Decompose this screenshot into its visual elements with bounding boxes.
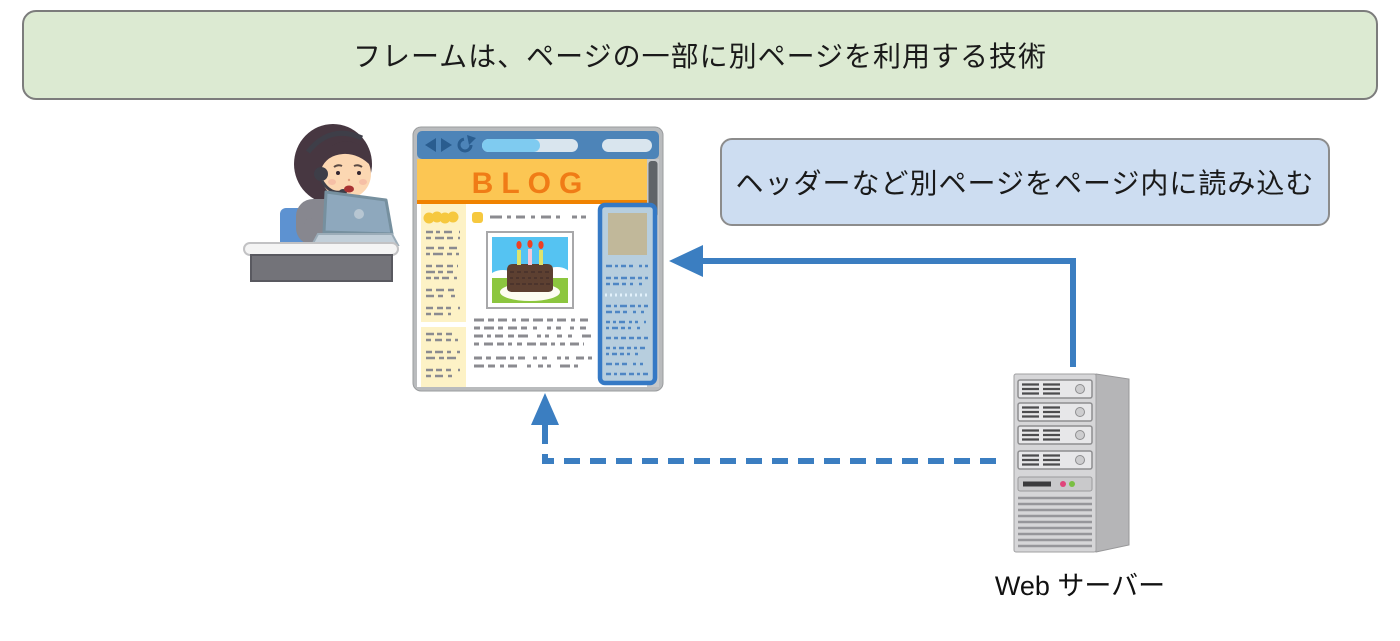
operator-head bbox=[294, 124, 372, 204]
server-vents bbox=[1018, 496, 1092, 548]
sidebar-title-blob bbox=[423, 211, 459, 224]
desk bbox=[243, 242, 399, 282]
search-bar bbox=[602, 139, 652, 152]
response-arrow-solid bbox=[669, 245, 1076, 367]
led-green bbox=[1069, 481, 1075, 487]
placeholder-text-lines bbox=[606, 264, 648, 286]
cake-photo bbox=[486, 231, 574, 309]
title-banner: フレームは、ページの一部に別ページを利用する技術 bbox=[22, 10, 1378, 100]
article-bullet bbox=[472, 212, 483, 223]
placeholder-text-lines bbox=[426, 230, 460, 316]
blog-title: BLOG bbox=[472, 167, 591, 200]
request-arrow-dashed bbox=[531, 393, 996, 464]
server-drive-bays bbox=[1017, 379, 1093, 470]
back-icon bbox=[425, 138, 436, 152]
sidebar-image-placeholder bbox=[608, 213, 647, 255]
server-label: Web サーバー bbox=[994, 571, 1166, 601]
placeholder-text-lines bbox=[606, 304, 648, 376]
browser-chrome bbox=[417, 131, 659, 159]
placeholder-text-lines bbox=[474, 318, 592, 368]
placeholder-text-lines bbox=[426, 332, 460, 378]
sidebar-frame-highlight bbox=[597, 202, 658, 386]
headset-band-icon bbox=[306, 130, 364, 154]
led-pink bbox=[1060, 481, 1066, 487]
left-sidebar bbox=[421, 204, 466, 387]
article-column bbox=[472, 212, 592, 368]
title-banner-text: フレームは、ページの一部に別ページを利用する技術 bbox=[352, 41, 1048, 72]
refresh-icon bbox=[457, 137, 473, 153]
headset-earpiece-icon bbox=[314, 167, 328, 181]
server-led-panel bbox=[1017, 476, 1093, 492]
server-side bbox=[1095, 373, 1130, 553]
operator-illustration bbox=[243, 124, 400, 282]
callout-box: ヘッダーなど別ページをページ内に読み込む bbox=[720, 138, 1330, 226]
browser-window-illustration: BLOG bbox=[412, 126, 664, 392]
callout-text: ヘッダーなど別ページをページ内に読み込む bbox=[735, 168, 1315, 199]
forward-icon bbox=[441, 138, 452, 152]
laptop-icon bbox=[310, 190, 400, 246]
blog-header: BLOG bbox=[417, 159, 647, 204]
server-illustration bbox=[1013, 373, 1130, 553]
